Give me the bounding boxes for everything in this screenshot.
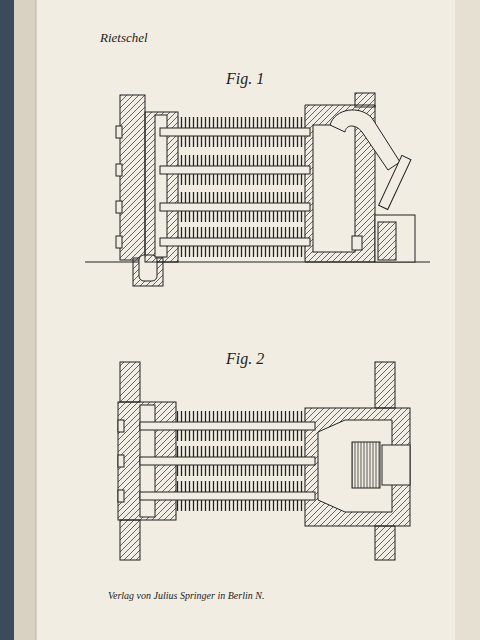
drawing-stroke — [118, 420, 124, 432]
drawing-stroke — [116, 126, 122, 138]
drawing-stroke — [160, 166, 310, 174]
drawing-stroke — [116, 236, 122, 248]
drawing-stroke — [116, 201, 122, 213]
drawing-stroke — [375, 526, 395, 560]
drawing-stroke — [116, 227, 310, 257]
drawing-stroke — [160, 203, 310, 211]
drawing-stroke — [378, 222, 396, 260]
section-view — [85, 93, 430, 286]
drawing-stroke — [0, 0, 14, 640]
drawing-stroke — [352, 236, 362, 250]
publisher-note: Verlag von Julius Springer in Berlin N. — [108, 590, 264, 601]
drawing-stroke — [330, 110, 400, 170]
drawing-stroke — [379, 155, 411, 209]
drawing-stroke — [382, 445, 410, 485]
plan-view — [118, 362, 410, 560]
author-heading: Rietschel — [100, 30, 148, 46]
drawing-stroke — [160, 238, 310, 246]
drawing-stroke — [160, 128, 310, 136]
drawing-stroke — [120, 95, 145, 260]
drawing-stroke — [36, 0, 480, 640]
drawing-stroke — [140, 422, 315, 430]
drawing-stroke — [116, 192, 310, 222]
drawing-stroke — [120, 520, 140, 560]
drawing-stroke — [118, 446, 315, 476]
drawing-stroke — [120, 362, 140, 402]
drawing-stroke — [375, 362, 395, 408]
drawing-stroke — [118, 455, 124, 467]
drawing-stroke — [116, 155, 310, 185]
drawing-stroke — [313, 125, 355, 252]
drawing-stroke — [118, 481, 315, 511]
drawing-stroke — [375, 215, 415, 262]
figure-label: Fig. 2 — [226, 350, 264, 368]
drawing-stroke — [455, 0, 480, 640]
drawing-stroke — [140, 492, 315, 500]
figure-label: Fig. 1 — [226, 70, 264, 88]
drawing-stroke — [305, 408, 410, 526]
drawing-stroke — [118, 411, 315, 441]
drawing-stroke — [318, 420, 392, 512]
drawing-stroke — [36, 0, 37, 640]
drawing-stroke — [140, 457, 315, 465]
finned-tubes — [116, 117, 315, 511]
drawing-stroke — [118, 490, 124, 502]
drawing-stroke — [14, 0, 36, 640]
drawing-stroke — [116, 164, 122, 176]
drawing-stroke — [352, 442, 380, 488]
drawing-stroke — [116, 117, 310, 147]
